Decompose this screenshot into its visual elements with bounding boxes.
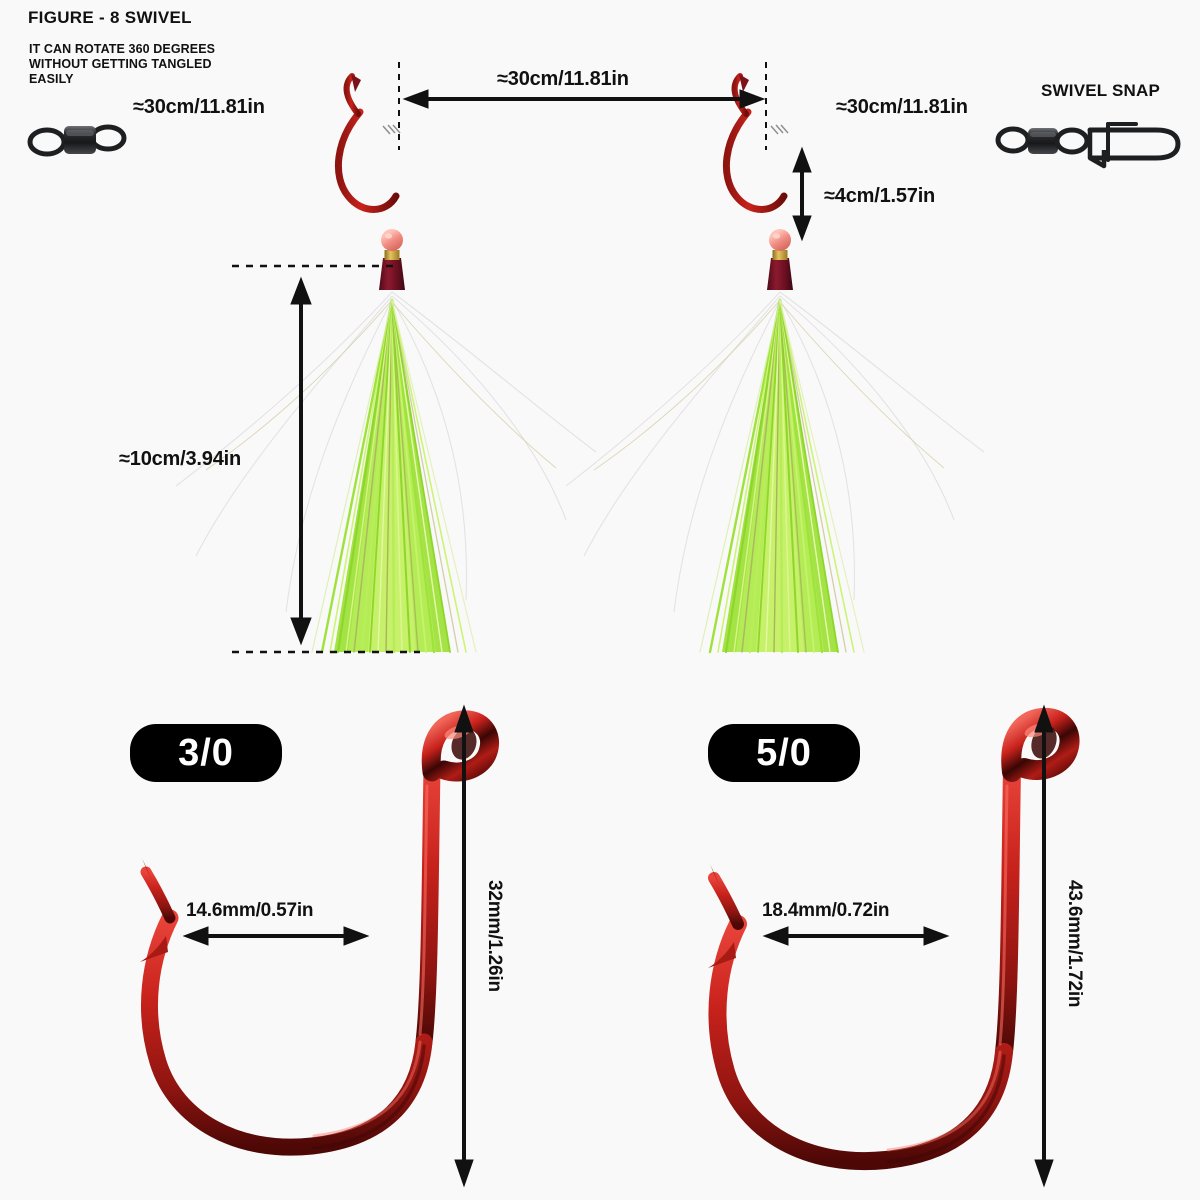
- hook-size-badge-3-0: 3/0: [130, 724, 282, 782]
- label-swivel-snap: SWIVEL SNAP: [1041, 81, 1161, 100]
- rig-illustration: [27, 62, 1181, 654]
- hook-size-badge-5-0: 5/0: [708, 724, 860, 782]
- swivel-snap-right: [995, 122, 1181, 169]
- teaser-left: [311, 73, 477, 654]
- arrow-teaser-length: [290, 276, 312, 646]
- arrow-gap-3-0: [182, 926, 370, 946]
- hook-3-0: [140, 710, 499, 1156]
- arrow-length-5-0: [1034, 704, 1054, 1188]
- dimension-arrows: [290, 89, 812, 646]
- dim-center-segment: ≈30cm/11.81in: [497, 68, 629, 90]
- arrow-gap-5-0: [762, 926, 950, 946]
- dim-length-5-0: 43.6mm/1.72in: [1064, 880, 1085, 1008]
- hook-detail-illustration: [140, 704, 1080, 1188]
- page-subtitle: IT CAN ROTATE 360 DEGREES WITHOUT GETTIN…: [29, 42, 216, 86]
- hook-5-0: [708, 707, 1080, 1171]
- page-title: FIGURE - 8 SWIVEL: [28, 8, 192, 27]
- dim-dropper-drop: ≈4cm/1.57in: [824, 185, 936, 207]
- barrel-swivel-left: [27, 124, 127, 157]
- arrow-dropper-drop: [792, 146, 812, 242]
- arrow-length-3-0: [454, 704, 474, 1188]
- dim-teaser-length: ≈10cm/3.94in: [119, 448, 241, 470]
- dim-gap-5-0: 18.4mm/0.72in: [762, 900, 890, 921]
- dim-left-segment: ≈30cm/11.81in: [133, 96, 265, 118]
- dim-right-segment: ≈30cm/11.81in: [836, 96, 968, 118]
- dim-gap-3-0: 14.6mm/0.57in: [186, 900, 314, 921]
- arrow-center-segment: [402, 89, 766, 109]
- dim-length-3-0: 32mm/1.26in: [484, 880, 505, 992]
- teaser-right: [699, 73, 865, 654]
